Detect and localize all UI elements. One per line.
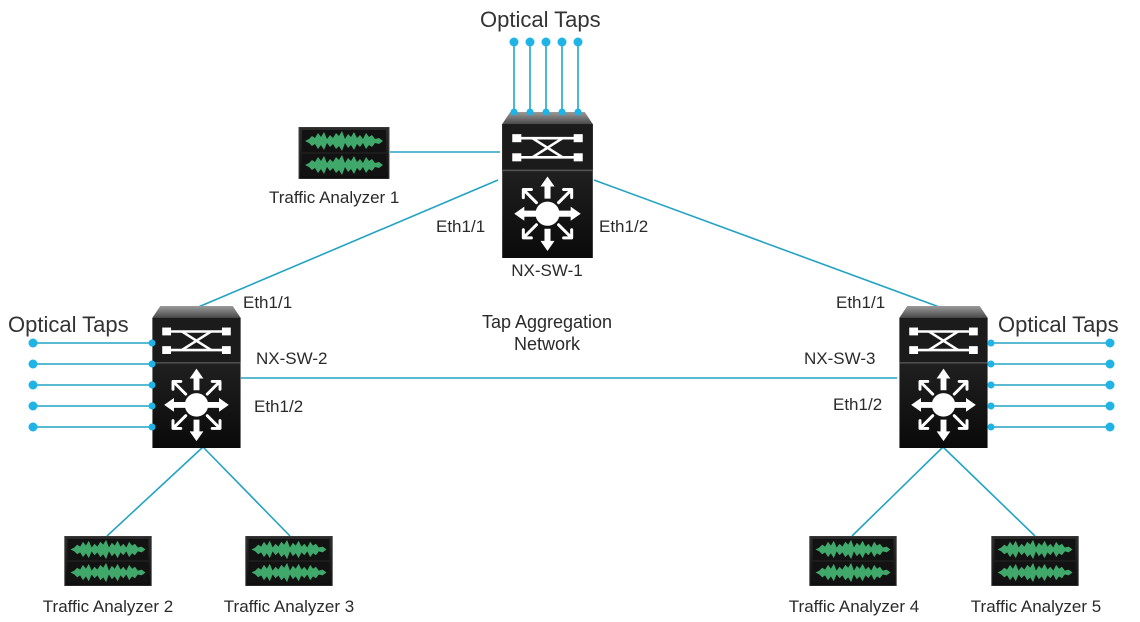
link-sw1-sw2 bbox=[195, 179, 499, 309]
tap-dots bbox=[28, 37, 1115, 432]
analyzer-4-label: Traffic Analyzer 4 bbox=[788, 597, 920, 616]
analyzer-1-device bbox=[298, 127, 390, 179]
switch-nx-sw-2-label: NX-SW-2 bbox=[256, 349, 328, 368]
optical-taps-right-label: Optical Taps bbox=[998, 312, 1119, 337]
sw3-port-mid-label: Eth1/2 bbox=[833, 395, 883, 414]
analyzer-5-label: Traffic Analyzer 5 bbox=[970, 597, 1102, 616]
optical-taps-top-label: Optical Taps bbox=[480, 7, 601, 32]
sw2-port-top-label: Eth1/1 bbox=[243, 293, 293, 312]
center-label-line2: Network bbox=[513, 333, 581, 354]
analyzer-2-label: Traffic Analyzer 2 bbox=[42, 597, 174, 616]
tap-dots-top bbox=[509, 37, 583, 116]
analyzer-5-device bbox=[991, 536, 1079, 586]
tap-lines-right bbox=[991, 342, 1110, 428]
sw1-port-right-label: Eth1/2 bbox=[599, 217, 649, 236]
tap-aggregation-network-label: Tap Aggregation Network bbox=[482, 312, 612, 355]
sw1-port-left-label: Eth1/1 bbox=[436, 217, 486, 236]
tap-lines-top bbox=[513, 42, 579, 112]
links bbox=[33, 42, 1110, 537]
link-sw3-analyzer5 bbox=[942, 446, 1036, 537]
analyzer-1-label: Traffic Analyzer 1 bbox=[269, 188, 400, 207]
sw3-port-top-label: Eth1/1 bbox=[836, 293, 886, 312]
link-sw3-analyzer4 bbox=[851, 446, 944, 537]
link-sw2-analyzer2 bbox=[106, 446, 204, 537]
switch-nx-sw-1 bbox=[500, 112, 595, 258]
optical-taps-left-label: Optical Taps bbox=[8, 312, 129, 337]
analyzer-4-device bbox=[809, 536, 897, 586]
center-label-line1: Tap Aggregation bbox=[481, 312, 613, 332]
sw2-port-mid-label: Eth1/2 bbox=[254, 397, 304, 416]
tap-dots-right bbox=[987, 338, 1115, 432]
analyzer-3-label: Traffic Analyzer 3 bbox=[223, 597, 355, 616]
switch-nx-sw-2 bbox=[150, 306, 243, 448]
tap-lines-left bbox=[33, 342, 152, 428]
analyzer-2-device bbox=[64, 536, 152, 586]
switch-nx-sw-3 bbox=[897, 306, 990, 448]
switch-nx-sw-3-label: NX-SW-3 bbox=[804, 349, 876, 368]
link-sw2-analyzer3 bbox=[202, 446, 291, 537]
analyzer-3-device bbox=[245, 536, 333, 586]
link-sw1-sw3 bbox=[593, 179, 943, 309]
tap-dots-left bbox=[28, 338, 156, 432]
switch-nx-sw-1-label: NX-SW-1 bbox=[511, 261, 583, 280]
